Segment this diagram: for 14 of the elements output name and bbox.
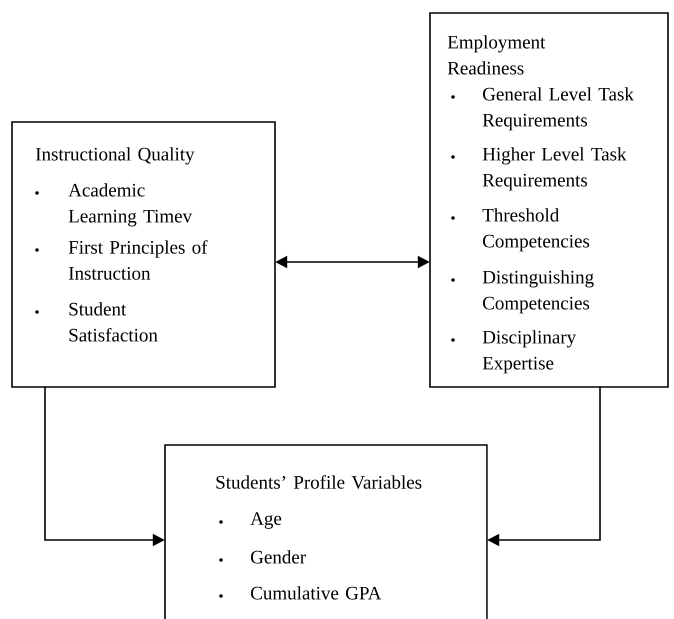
bullet-item: Cumulative GPA [251, 586, 382, 600]
bullet-item: Gender [251, 550, 306, 564]
bullet-item: General Level Task Requirements [482, 87, 634, 130]
bullet-item: Student Satisfaction [69, 302, 158, 342]
bullet-item: First Principles of Instruction [68, 240, 208, 280]
bullet-item: Higher Level Task Requirements [482, 147, 627, 190]
box-heading: Employment Readiness [448, 35, 546, 75]
bullet-item: Threshold Competencies [482, 208, 590, 252]
box-heading: Instructional Quality [36, 147, 194, 164]
bullet-item: Academic Learning Timev [68, 183, 192, 226]
box-heading: Students’ Profile Variables [216, 475, 422, 489]
bullet-item: Disciplinary Expertise [482, 330, 576, 374]
bullet-item: Distinguishing Competencies [482, 270, 594, 314]
bullet-item: Age [250, 512, 282, 529]
